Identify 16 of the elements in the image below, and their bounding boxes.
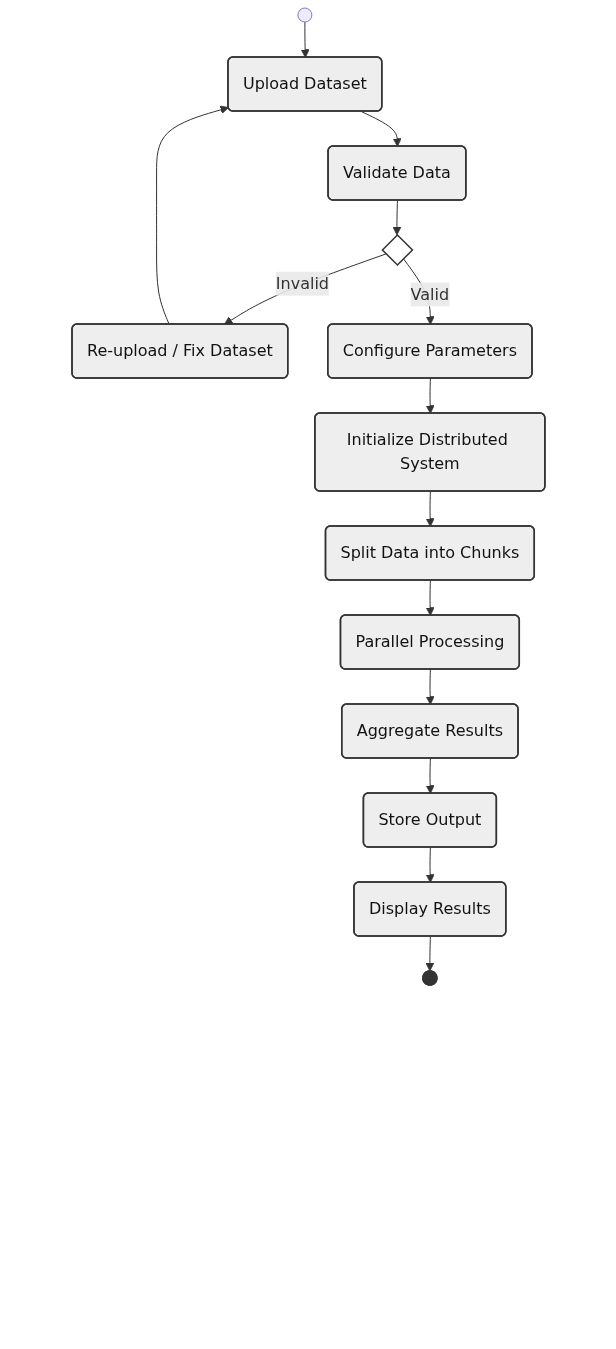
arrow	[155, 105, 229, 325]
arrow	[425, 669, 435, 705]
arrow	[425, 758, 435, 794]
arrow	[425, 847, 435, 883]
node-circle	[296, 7, 312, 23]
edge-label: Invalid	[275, 273, 329, 293]
node-diamond	[380, 233, 414, 267]
arrow	[425, 491, 435, 527]
arrow	[300, 21, 310, 58]
arrow	[425, 936, 434, 972]
arrow	[392, 200, 401, 236]
arrow	[223, 253, 386, 325]
arrow	[425, 580, 435, 616]
edge-label: Valid	[410, 284, 449, 304]
arrow	[360, 111, 402, 147]
arrow	[425, 378, 435, 414]
